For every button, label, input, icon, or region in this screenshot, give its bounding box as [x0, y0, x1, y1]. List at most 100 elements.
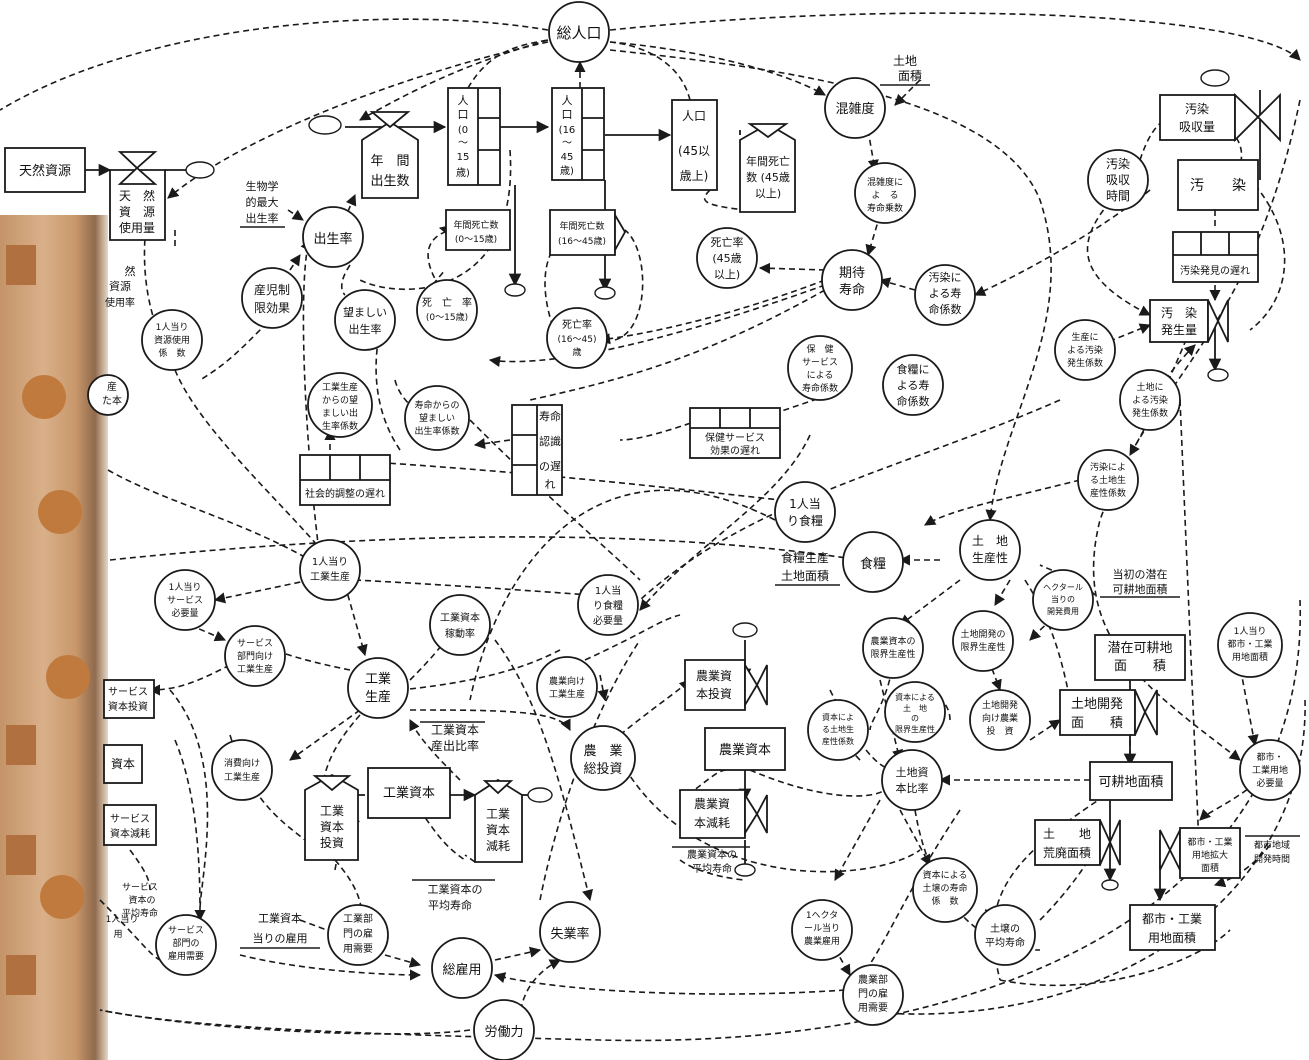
node-consumer-ind: 消費向け工業生産: [212, 740, 272, 800]
node-label: 総人口: [556, 24, 601, 42]
node-label: (0: [458, 125, 468, 136]
node-label: 望ましい: [419, 412, 455, 424]
node-label: 平均寿命: [985, 936, 1025, 949]
node-label: 使用量: [119, 220, 155, 235]
node-land-area: 土地面積: [880, 54, 930, 85]
node-ag-marginal: 農業資本の限界生産性: [863, 618, 923, 678]
node-label: 用地面積: [1148, 930, 1196, 945]
node-death-rate-16-45: 死亡率(16〜45)歳: [547, 308, 607, 368]
node-label: 面 積: [1114, 659, 1166, 674]
node-label: 農業資本の: [687, 848, 737, 861]
node-label: 都市・工業: [1187, 836, 1232, 848]
node-label: 工業資本: [258, 911, 302, 925]
node-label: 以上): [755, 187, 781, 200]
node-label: ましい出: [322, 407, 358, 419]
node-label: 口: [562, 108, 573, 121]
node-label: 稼動率: [445, 627, 475, 640]
node-jobs-per-ha: 1ヘクタール当り農業雇用: [792, 900, 852, 960]
node-label: 資源: [109, 279, 131, 293]
node-cong-factor: 混雑度によ る寿命乗数: [855, 163, 915, 223]
node-label: 生産に: [1071, 331, 1098, 343]
node-label: 歳: [572, 346, 581, 358]
node-label: 用地拡大: [1192, 849, 1228, 861]
cloud-icon: [733, 623, 757, 637]
node-label: 係 数: [931, 895, 958, 907]
node-ind-util: 工業資本稼動率: [430, 595, 490, 655]
node-death-rate-0-15: 死 亡 率(0〜15歳): [417, 280, 477, 340]
cloud-icon: [505, 284, 525, 296]
node-urban-req: 都市・工業用地必要量: [1240, 740, 1300, 800]
node-soil-life-factor: 資本による土壌の寿命係 数: [913, 858, 977, 922]
node-label: よる汚染: [1067, 344, 1103, 356]
node-label: 土地: [893, 54, 917, 68]
node-label: 土地資: [896, 766, 929, 779]
cloud-icon: [1102, 880, 1118, 890]
node-pollution: 汚 染: [1178, 160, 1258, 210]
node-label: 当りの雇用: [253, 931, 308, 945]
node-label: 工業生産: [322, 381, 358, 393]
node-label: 潜在可耕地: [1107, 640, 1172, 656]
node-label: 都市地域: [1254, 839, 1290, 851]
node-pop-0-15: 人 口 (0 〜 15 歳): [448, 88, 500, 185]
node-label: 工業資本: [383, 785, 435, 801]
node-label: 門の雇: [858, 987, 888, 1000]
node-label: 歳): [456, 167, 470, 179]
cloud-icon: [528, 788, 552, 802]
node-label: 人: [458, 94, 469, 107]
cloud-icon: [1201, 70, 1229, 86]
node-label: 限界生産性: [870, 648, 915, 660]
node-label: 資本: [486, 823, 510, 837]
node-service-deprec: サービス資本減耗: [104, 805, 156, 845]
node-label: ヘクタール: [1043, 583, 1083, 592]
node-label: サービス: [122, 882, 158, 893]
node-label: 保 健: [806, 343, 833, 355]
node-label: 工業: [320, 804, 344, 818]
node-emp-per-cap: 工業資本当りの雇用: [240, 911, 320, 948]
node-life-desired: 寿命からの望ましい出生率係数: [405, 386, 469, 450]
node-label: 用: [113, 929, 122, 940]
node-health-delay: 保健サービス 効果の遅れ: [690, 408, 780, 458]
node-service-ind: サービス部門向け工業生産: [225, 626, 285, 686]
node-label: 生率係数: [322, 420, 358, 432]
node-label: 平均寿命: [692, 862, 732, 875]
node-label: 発生係数: [1132, 407, 1168, 419]
node-label: 必要量: [171, 607, 198, 619]
node-label: 混雑度: [835, 101, 874, 117]
node-land-erosion: 土 地 荒廃面積: [1035, 820, 1120, 865]
node-label: 1人当り: [156, 321, 189, 333]
node-label: 汚 染: [1190, 178, 1246, 194]
node-label: 吸収量: [1179, 120, 1215, 134]
node-label: 門の雇: [343, 927, 373, 940]
node-label: 産: [107, 380, 117, 393]
node-label: 土 地: [1043, 827, 1091, 841]
node-label: 天 然: [119, 188, 155, 203]
node-label: 工業部: [343, 912, 373, 925]
node-label: 生物学: [246, 179, 279, 193]
node-label: れ: [545, 478, 556, 491]
node-label: 以上): [714, 268, 740, 281]
node-label: 資本投資: [108, 700, 148, 713]
node-land-dev-marginal: 土地開発の限界生産性: [953, 611, 1013, 671]
node-label: 歳上): [680, 169, 709, 183]
node-label: 当りの: [1051, 594, 1075, 604]
node-life-exp: 期待寿命: [822, 250, 882, 310]
node-label: 食糧: [860, 556, 886, 572]
node-label: 土地開発: [982, 699, 1018, 711]
node-pot-arable: 潜在可耕地面 積: [1095, 635, 1185, 680]
node-label: る土地生: [822, 724, 854, 734]
node-label: 使用率: [105, 296, 135, 309]
node-deaths-16-45: 年間死亡数 (16〜45歳): [550, 210, 625, 255]
node-ind-cap-invest: 工業 資本 投資: [305, 775, 358, 860]
node-label: 然: [125, 264, 136, 278]
node-label: 産性係数: [822, 736, 854, 746]
node-label: 当初の潜在: [1113, 567, 1168, 581]
node-label: (45歳: [712, 252, 741, 265]
node-label: ール当り: [804, 922, 840, 934]
node-label: 口: [458, 108, 469, 121]
